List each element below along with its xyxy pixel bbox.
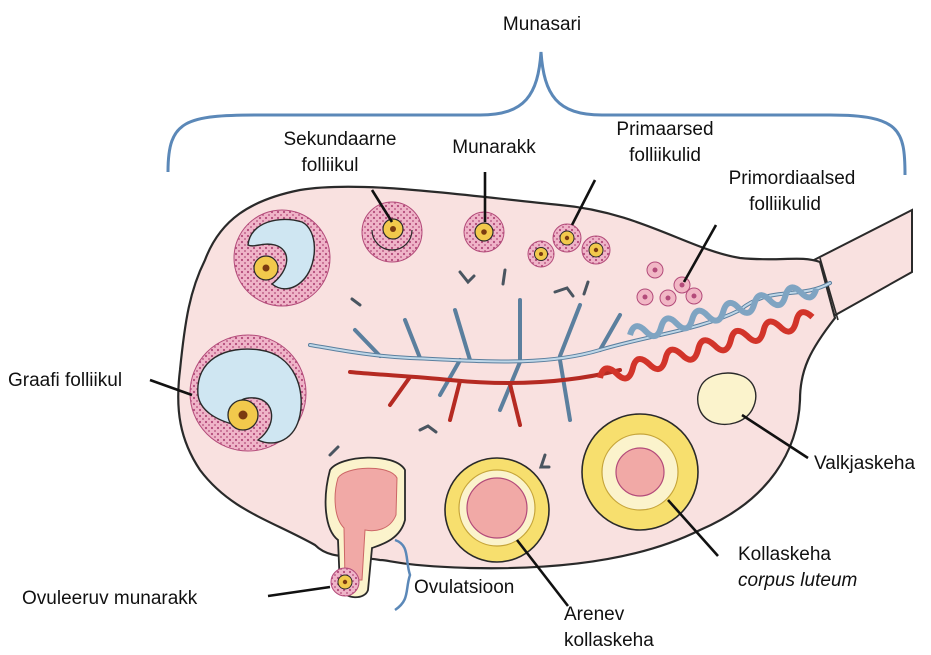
- label-graafian-follicle: Graafi folliikul: [8, 370, 122, 391]
- diagram-title: Munasari: [503, 14, 581, 35]
- label-oocyte: Munarakk: [452, 137, 536, 158]
- secondary-follicle: [362, 202, 422, 262]
- graafian-follicle: [190, 335, 306, 451]
- ovary-brace: [168, 52, 905, 175]
- label-ovulated-oocyte: Ovuleeruv munarakk: [22, 588, 198, 609]
- developing-corpus-luteum: [445, 458, 549, 562]
- ovulation-site: [326, 458, 405, 598]
- label-ovulation: Ovulatsioon: [414, 577, 514, 598]
- antral-follicle: [234, 210, 330, 306]
- label-corpus-albicans: Valkjaskeha: [814, 453, 915, 474]
- corpus-albicans: [698, 373, 756, 424]
